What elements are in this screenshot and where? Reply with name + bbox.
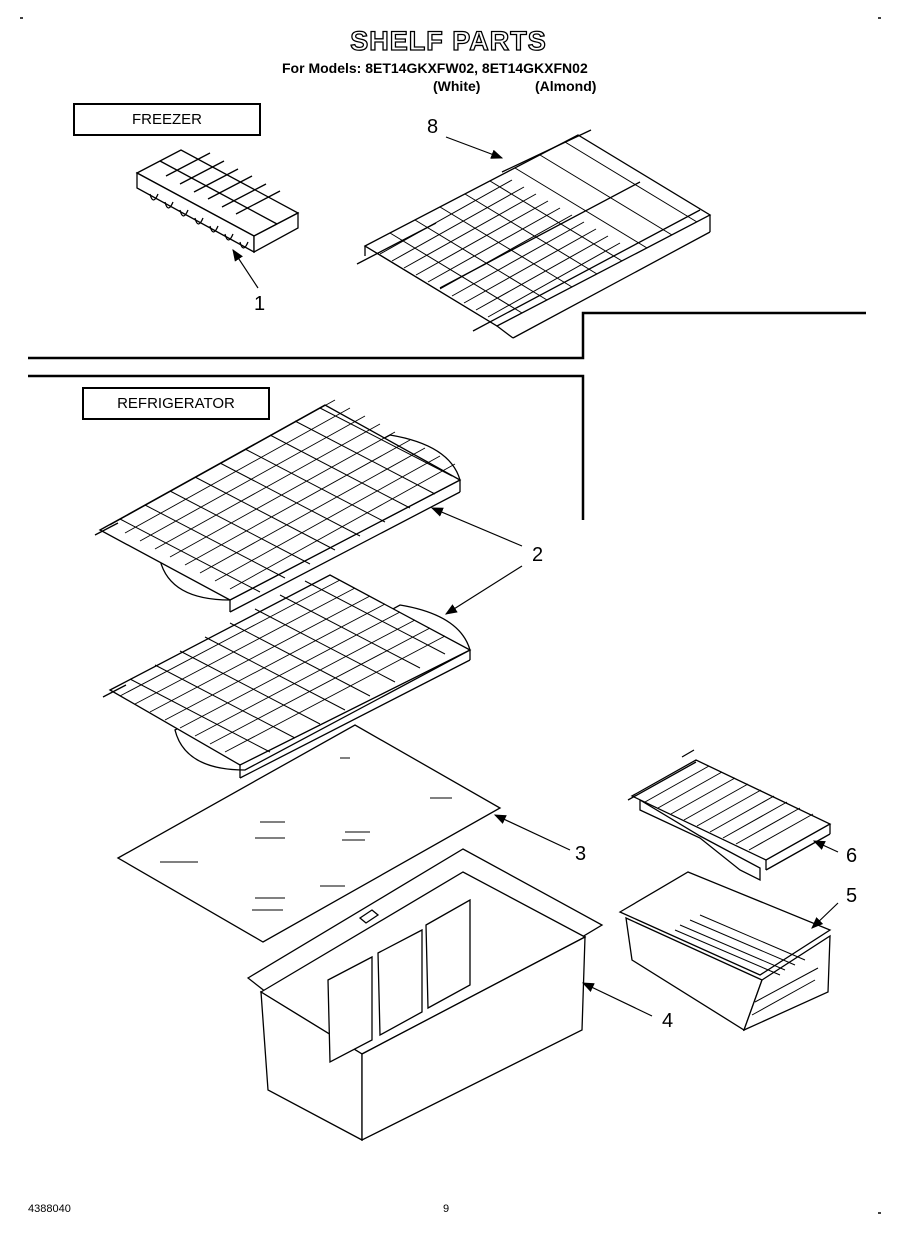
leader-5 [811, 902, 839, 929]
leader-2-upper [430, 507, 523, 547]
models-line: For Models: 8ET14GKXFW02, 8ET14GKXFN02 [282, 60, 588, 76]
callout-3: 3 [575, 843, 587, 865]
leader-6 [812, 840, 839, 853]
small-wire-shelf [627, 749, 832, 882]
refrigerator-shelf-upper [94, 399, 462, 613]
page-title: SHELF PARTS [350, 25, 547, 56]
crisper-pan [246, 848, 604, 1142]
glass-shelf [116, 724, 502, 943]
leader-1 [232, 248, 259, 289]
section-dividers [28, 311, 866, 520]
freezer-section-label: FREEZER [73, 103, 261, 136]
leader-4 [581, 982, 653, 1017]
ice-tray [135, 149, 300, 254]
callout-6: 6 [846, 845, 858, 867]
refrigerator-section-label: REFRIGERATOR [82, 387, 270, 420]
corner-marks [20, 17, 881, 1214]
callout-2: 2 [532, 544, 544, 566]
meat-pan [618, 871, 832, 1032]
callout-8: 8 [427, 116, 439, 138]
callout-4: 4 [662, 1010, 674, 1032]
leader-8 [445, 136, 504, 159]
doc-number: 4388040 [28, 1203, 71, 1215]
finish-white: (White) [433, 78, 481, 94]
refrigerator-shelf-lower [102, 574, 472, 779]
leader-2-lower [444, 565, 523, 615]
callout-5: 5 [846, 885, 858, 907]
leader-3 [493, 814, 571, 851]
page-number: 9 [443, 1203, 450, 1215]
finish-almond: (Almond) [535, 78, 597, 94]
callout-1: 1 [254, 293, 266, 315]
leader-lines [232, 136, 839, 1017]
freezer-wire-shelf [356, 129, 712, 339]
